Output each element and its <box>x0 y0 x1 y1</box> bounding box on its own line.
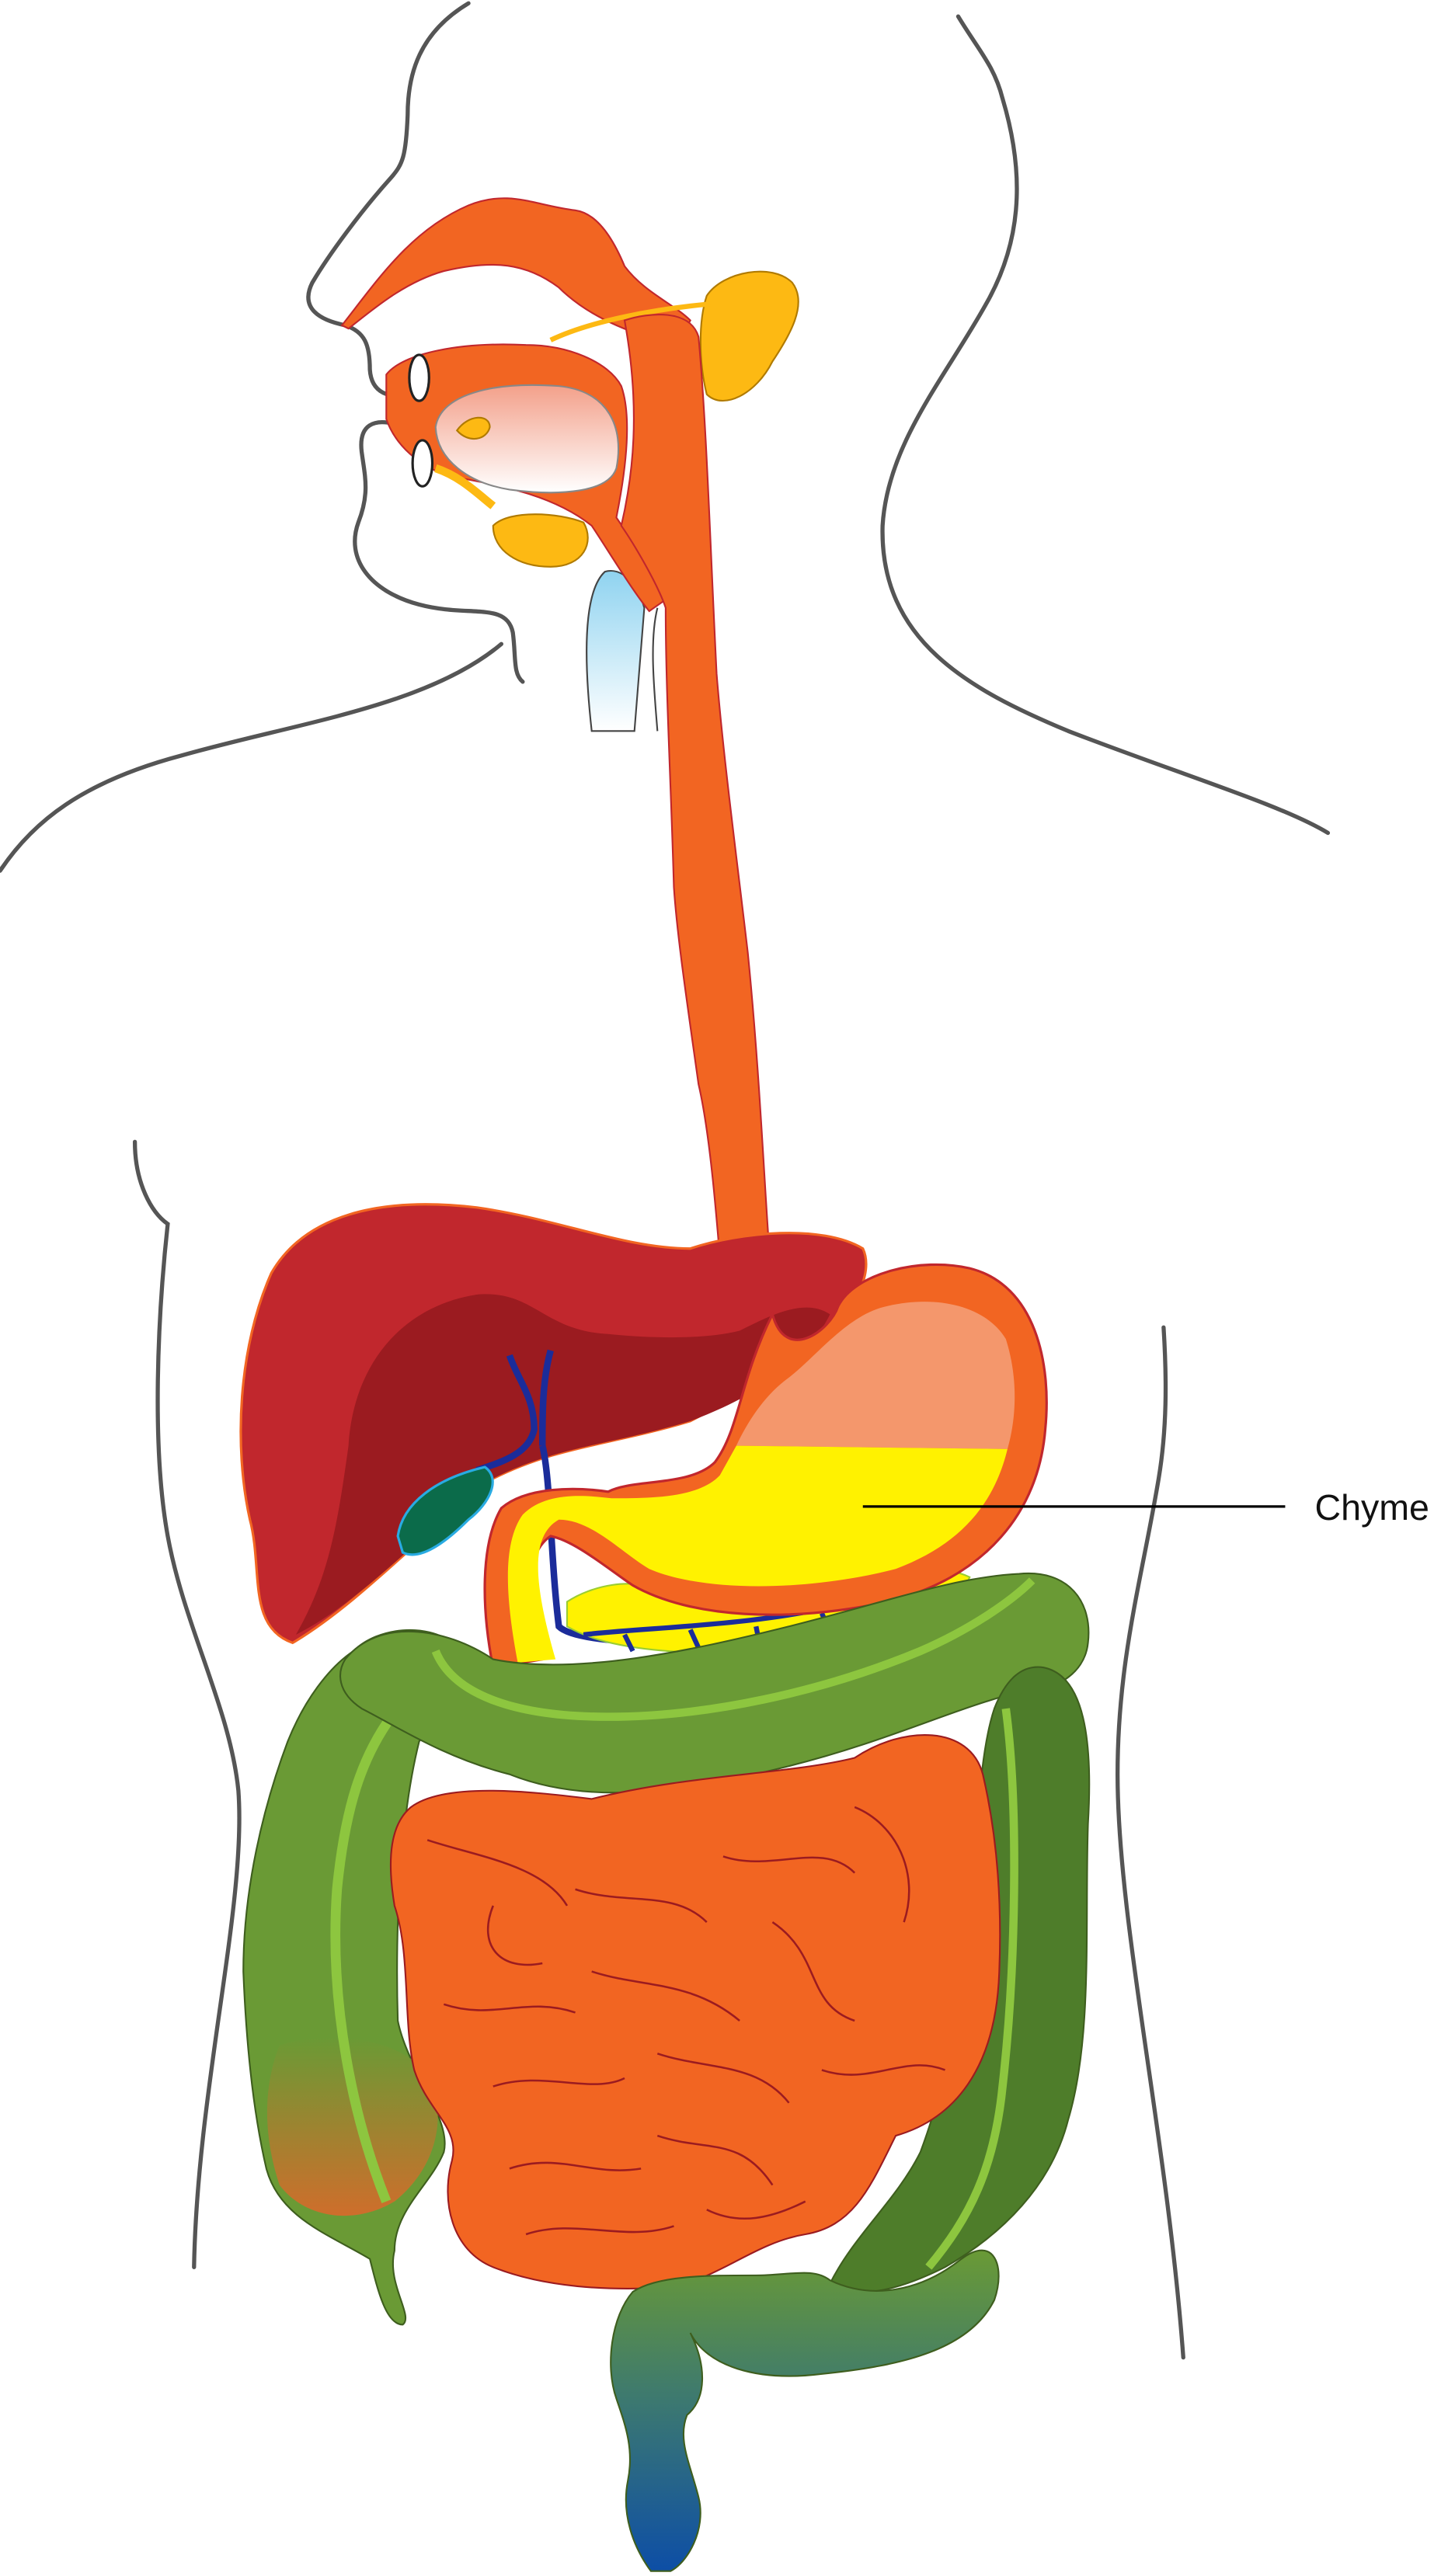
tongue <box>434 384 620 494</box>
sublingual-gland <box>433 464 496 509</box>
nasal-cavity <box>340 197 691 346</box>
stomach-interior-upper <box>736 1302 1015 1449</box>
body-outline <box>0 1 1331 2360</box>
small-intestine <box>389 1733 1001 2290</box>
liver-dark-lobe <box>295 1294 830 1635</box>
pancreatic-duct <box>583 1599 855 1653</box>
chyme-label: Chyme <box>862 1487 1429 1528</box>
sublingual-gland-small <box>455 416 491 440</box>
descending-colon-taenia <box>925 1708 1018 2270</box>
gallbladder <box>396 1465 494 1556</box>
lower-tooth <box>411 439 434 488</box>
ascending-colon-taenia <box>330 1713 395 2204</box>
esophagus <box>620 313 816 1364</box>
chyme-label-text: Chyme <box>1314 1487 1429 1528</box>
chyme <box>507 1445 1008 1663</box>
cecum <box>266 2037 438 2216</box>
transverse-colon <box>339 1572 1090 1794</box>
transverse-colon-taenia <box>431 1577 1036 1721</box>
rectum <box>610 2249 1000 2572</box>
submandibular-gland <box>492 513 589 568</box>
parotid-duct <box>549 301 711 342</box>
larynx <box>652 607 659 732</box>
parotid-gland <box>699 270 799 402</box>
trachea <box>586 570 646 732</box>
upper-tooth <box>408 353 430 402</box>
